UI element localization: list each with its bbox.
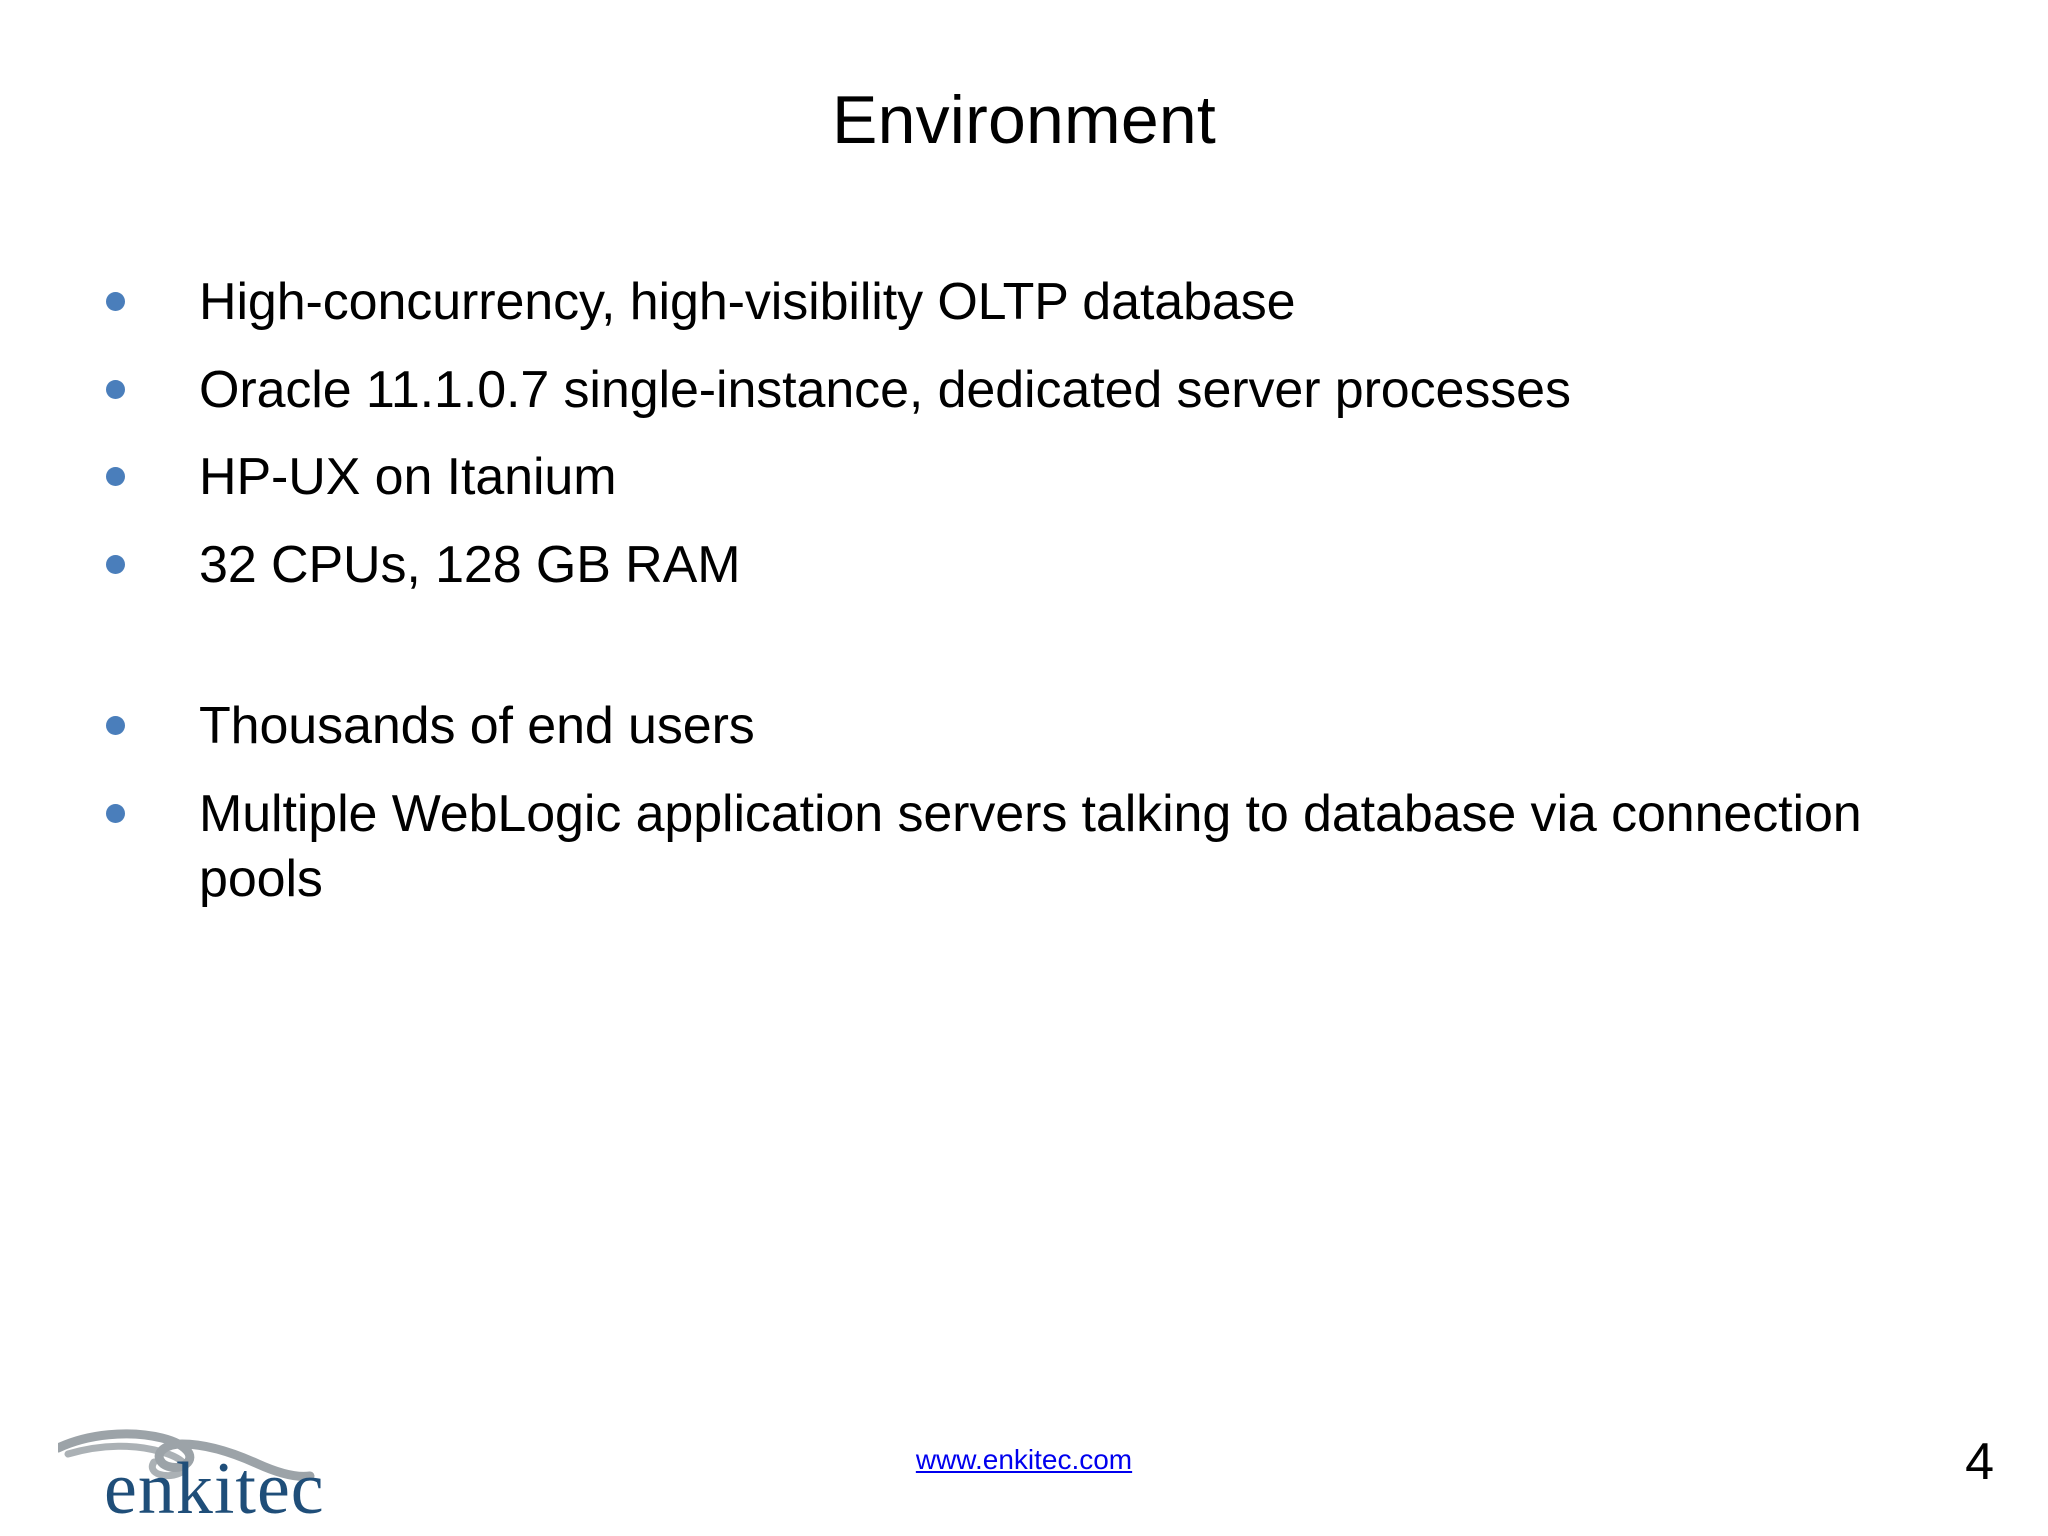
footer-url[interactable]: www.enkitec.com — [0, 1444, 2048, 1476]
page-title: Environment — [832, 82, 1216, 158]
bullet-marker-cell — [106, 445, 199, 487]
list-item-text: Oracle 11.1.0.7 single-instance, dedicat… — [199, 360, 1571, 419]
slide-number: 4 — [1965, 1433, 1994, 1491]
list-item: HP-UX on Itanium — [106, 445, 1966, 511]
enkitec-logo: enkitec — [58, 1418, 368, 1530]
list-item-text: Thousands of end users — [199, 697, 755, 756]
bullet-marker-cell — [106, 694, 199, 736]
list-item: Multiple WebLogic application servers ta… — [106, 782, 1966, 913]
bullet-marker-cell — [106, 358, 199, 399]
bullet-marker-cell — [106, 270, 199, 311]
bullet-marker-cell — [106, 782, 199, 823]
list-item-text: 32 CPUs, 128 GB RAM — [199, 535, 741, 594]
list-item-text: Multiple WebLogic application servers ta… — [199, 784, 1876, 909]
bullet-dot-icon — [106, 292, 125, 311]
list-item-text: HP-UX on Itanium — [199, 448, 617, 507]
bullet-marker-cell-empty — [106, 620, 199, 642]
bullet-dot-icon — [106, 467, 125, 487]
bullet-list: High-concurrency, high-visibility OLTP d… — [106, 270, 1966, 935]
bullet-dot-icon — [106, 716, 125, 736]
list-item: Thousands of end users — [106, 694, 1966, 760]
list-item-text-blank — [199, 620, 1966, 672]
logo-wordmark: enkitec — [104, 1448, 325, 1530]
list-item: 32 CPUs, 128 GB RAM — [106, 533, 1966, 599]
bullet-dot-icon — [106, 803, 125, 823]
list-item: High-concurrency, high-visibility OLTP d… — [106, 270, 1966, 336]
bullet-marker-cell — [106, 533, 199, 574]
bullet-dot-icon — [106, 379, 125, 399]
bullet-dot-icon — [106, 554, 125, 574]
list-item-text: High-concurrency, high-visibility OLTP d… — [199, 273, 1296, 331]
list-item: Oracle 11.1.0.7 single-instance, dedicat… — [106, 358, 1966, 424]
list-item-blank — [106, 620, 1966, 672]
footer-url-label[interactable]: www.enkitec.com — [915, 1444, 1133, 1475]
logo-swoosh-icon — [58, 1429, 315, 1481]
